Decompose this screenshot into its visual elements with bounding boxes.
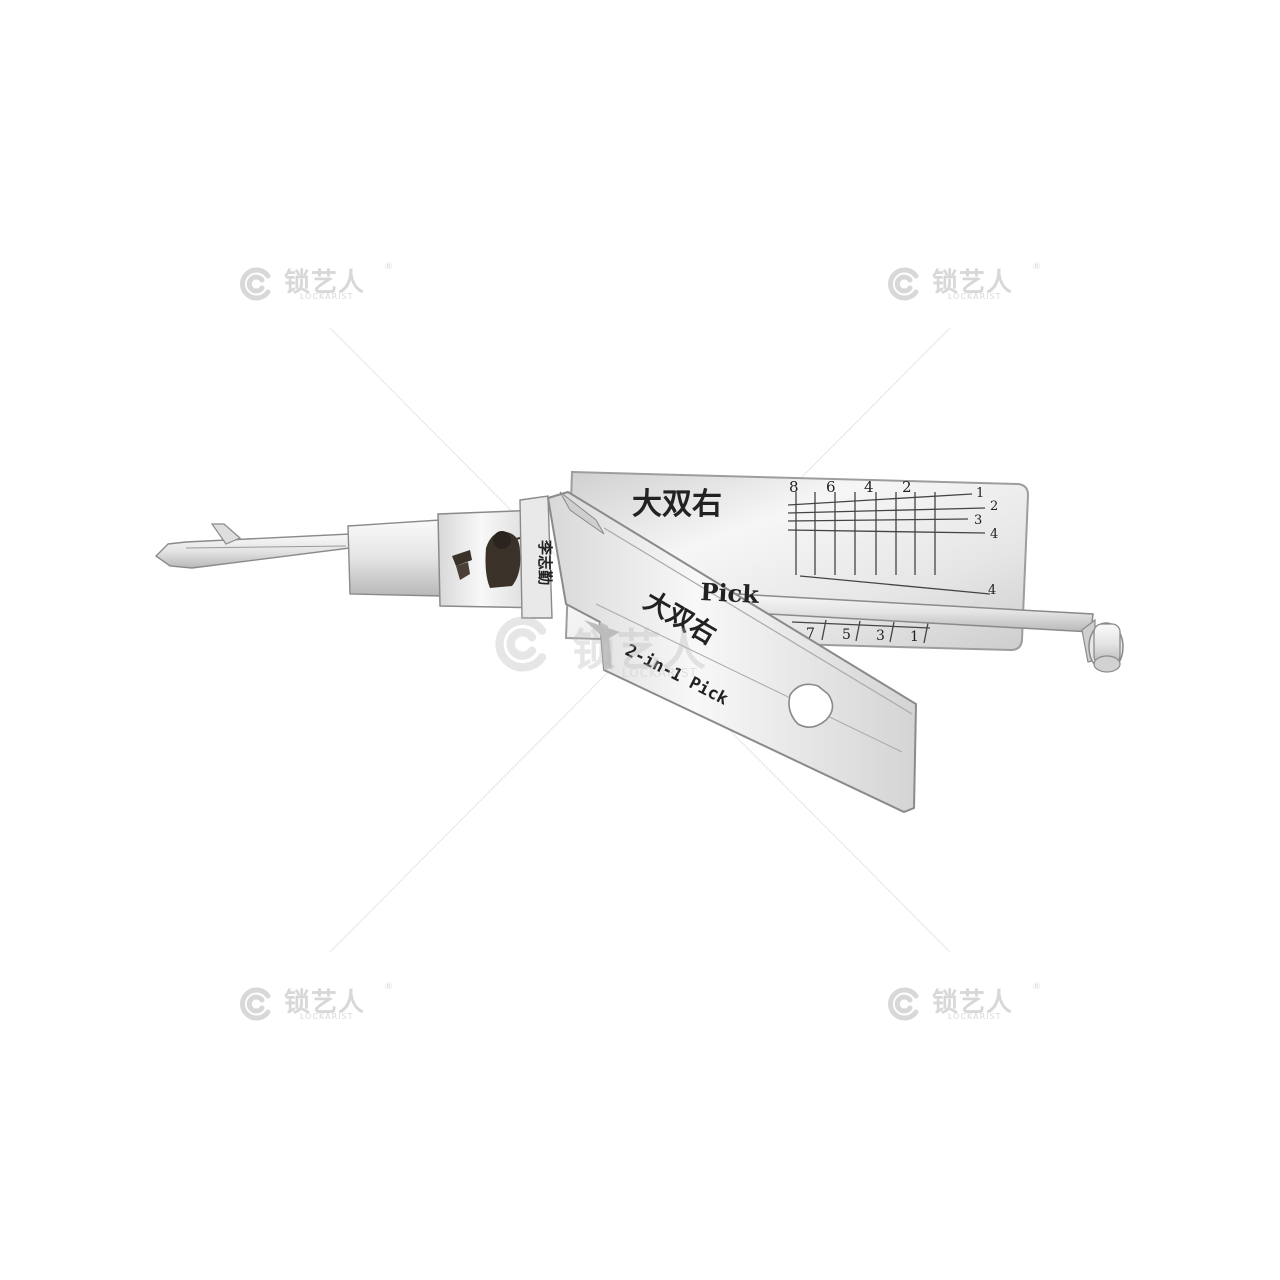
watermark-registered: ® xyxy=(1032,982,1041,992)
back-plate-bottom-numbers: 7 5 3 1 xyxy=(806,626,919,645)
maker-stamp-text: 李志勤 xyxy=(536,539,554,585)
scale-number: 3 xyxy=(974,513,982,528)
back-plate-top-numbers: 8 6 4 2 xyxy=(789,478,912,496)
watermark-registered: ® xyxy=(384,982,393,992)
tension-arm xyxy=(697,591,1124,673)
watermark-brand-cn: 锁艺人 xyxy=(284,988,366,1018)
watermark-brand-cn: 锁艺人 xyxy=(932,268,1014,298)
scale-number: 1 xyxy=(910,629,919,645)
watermark-registered: ® xyxy=(1032,262,1041,272)
watermark-brand-en: LOCKARIST xyxy=(948,1012,1002,1021)
lockarist-logo-icon xyxy=(240,987,271,1021)
watermark-bottom-right: 锁艺人 ® LOCKARIST xyxy=(886,982,1046,1032)
watermark-brand-cn: 锁艺人 xyxy=(932,988,1014,1018)
back-plate-side-numbers: 1 2 3 4 4 xyxy=(974,486,998,598)
scale-number: 2 xyxy=(990,499,998,514)
watermark-center: 锁艺人 LOCKARIST xyxy=(492,614,792,684)
lockarist-logo-icon xyxy=(888,267,919,301)
scale-number: 5 xyxy=(842,627,851,643)
watermark-brand-en: LOCKARIST xyxy=(300,292,354,301)
watermark-brand-en: LOCKARIST xyxy=(300,1012,354,1021)
watermark-top-right: 锁艺人 ® LOCKARIST xyxy=(886,262,1046,312)
lockarist-logo-icon xyxy=(495,616,547,672)
back-plate-label: Pick xyxy=(700,577,761,609)
lockarist-logo-icon xyxy=(888,987,919,1021)
watermark-top-left: 锁艺人 ® LOCKARIST xyxy=(238,262,398,312)
scale-number: 2 xyxy=(902,478,912,496)
scale-number: 4 xyxy=(864,478,874,496)
scale-number: 7 xyxy=(806,626,815,642)
watermark-brand-cn: 锁艺人 xyxy=(284,268,366,298)
maker-stamp xyxy=(452,531,521,588)
watermark-brand-en: LOCKARIST xyxy=(948,292,1002,301)
front-plate xyxy=(546,490,918,814)
watermark-registered: ® xyxy=(384,262,393,272)
scale-number: 6 xyxy=(826,478,836,496)
scale-number: 1 xyxy=(976,486,984,501)
back-plate-scale-grid xyxy=(787,492,991,644)
watermark-brand-cn: 锁艺人 xyxy=(572,625,707,676)
scale-number: 3 xyxy=(876,628,885,644)
lockarist-logo-icon xyxy=(240,267,271,301)
watermark-bottom-left: 锁艺人 ® LOCKARIST xyxy=(238,982,398,1032)
back-plate-title: 大双右 xyxy=(632,487,722,522)
scale-number: 4 xyxy=(988,583,996,598)
scale-number: 4 xyxy=(990,527,998,542)
scale-number: 8 xyxy=(789,478,799,496)
watermark-brand-en: LOCKARIST xyxy=(622,666,698,680)
